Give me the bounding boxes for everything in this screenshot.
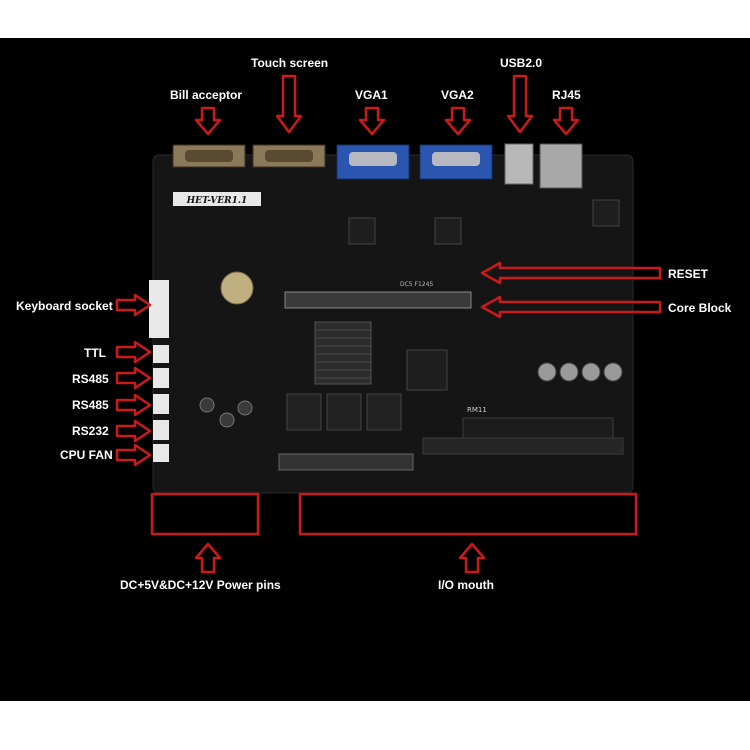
rs485-connector-a <box>153 368 169 388</box>
label-reset: RESET <box>668 267 709 281</box>
label-keyboard-socket: Keyboard socket <box>16 299 113 313</box>
arrow-right-icon <box>115 366 152 390</box>
db9-connector-bill <box>172 144 246 168</box>
board-svg: HET-VER1.1 DC5 F1245 <box>149 143 634 494</box>
capacitor <box>537 362 557 382</box>
label-rj45: RJ45 <box>552 88 581 102</box>
label-usb: USB2.0 <box>500 56 543 70</box>
label-cpu-fan: CPU FAN <box>60 448 113 462</box>
label-core-block: Core Block <box>668 301 732 315</box>
capacitor <box>559 362 579 382</box>
arrow-left-icon <box>480 295 662 319</box>
arrow-up-icon <box>458 542 486 574</box>
chip-label: RM11 <box>467 406 487 414</box>
rs485-connector-b <box>153 394 169 414</box>
db9-connector-touch <box>252 144 326 168</box>
label-bill-acceptor: Bill acceptor <box>170 88 243 102</box>
arrow-right-icon <box>115 393 152 417</box>
label-rs485-a: RS485 <box>72 372 109 386</box>
arrow-right-icon <box>115 419 152 443</box>
arrow-down-icon <box>358 106 386 136</box>
silk-label: HET-VER1.1 <box>186 196 248 206</box>
capacitor <box>237 400 253 416</box>
label-touch-screen: Touch screen <box>251 56 329 70</box>
heatsink <box>314 321 372 385</box>
silk-label-bg <box>173 192 261 206</box>
label-vga2: VGA2 <box>441 88 474 102</box>
power-pins-outline <box>150 492 260 536</box>
memory-chip-1 <box>286 393 322 431</box>
label-ttl: TTL <box>84 346 106 360</box>
arrow-left-icon <box>480 261 662 285</box>
arrow-down-icon <box>552 106 580 136</box>
ttl-connector <box>153 345 169 363</box>
controller-chip-1 <box>348 217 376 245</box>
memory-chip-3 <box>366 393 402 431</box>
heatsink-fins <box>315 329 371 379</box>
arrow-right-icon <box>115 293 152 317</box>
resistor-array <box>422 437 624 455</box>
arrow-up-icon <box>194 542 222 574</box>
small-label: DC5 F1245 <box>400 281 433 288</box>
arrow-down-icon <box>444 106 472 136</box>
capacitor <box>199 397 215 413</box>
keyboard-socket <box>149 280 169 338</box>
label-power-pins: DC+5V&DC+12V Power pins <box>120 578 281 592</box>
capacitor <box>581 362 601 382</box>
vga1-connector <box>336 144 410 180</box>
arrow-down-icon <box>506 74 534 134</box>
label-vga1: VGA1 <box>355 88 388 102</box>
usb-port <box>504 143 534 185</box>
arrow-down-icon <box>194 106 222 136</box>
capacitor <box>603 362 623 382</box>
arrow-right-icon <box>115 443 152 467</box>
arrow-right-icon <box>115 340 152 364</box>
label-rs485-b: RS485 <box>72 398 109 412</box>
pin-header <box>278 453 414 471</box>
capacitor <box>219 412 235 428</box>
arrow-down-icon <box>275 74 303 134</box>
circuit-board: HET-VER1.1 DC5 F1245 <box>145 140 635 495</box>
rs232-connector <box>153 420 169 440</box>
coin-battery <box>220 271 254 305</box>
rj45-port <box>539 143 583 189</box>
core-block-slot <box>284 291 472 309</box>
memory-chip-2 <box>326 393 362 431</box>
label-rs232: RS232 <box>72 424 109 438</box>
network-chip <box>592 199 620 227</box>
vga2-connector <box>419 144 493 180</box>
label-io-mouth: I/O mouth <box>438 578 494 592</box>
cpu-fan-connector <box>153 444 169 462</box>
controller-chip-2 <box>434 217 462 245</box>
io-mouth-outline <box>298 492 638 536</box>
fpga-chip <box>406 349 448 391</box>
